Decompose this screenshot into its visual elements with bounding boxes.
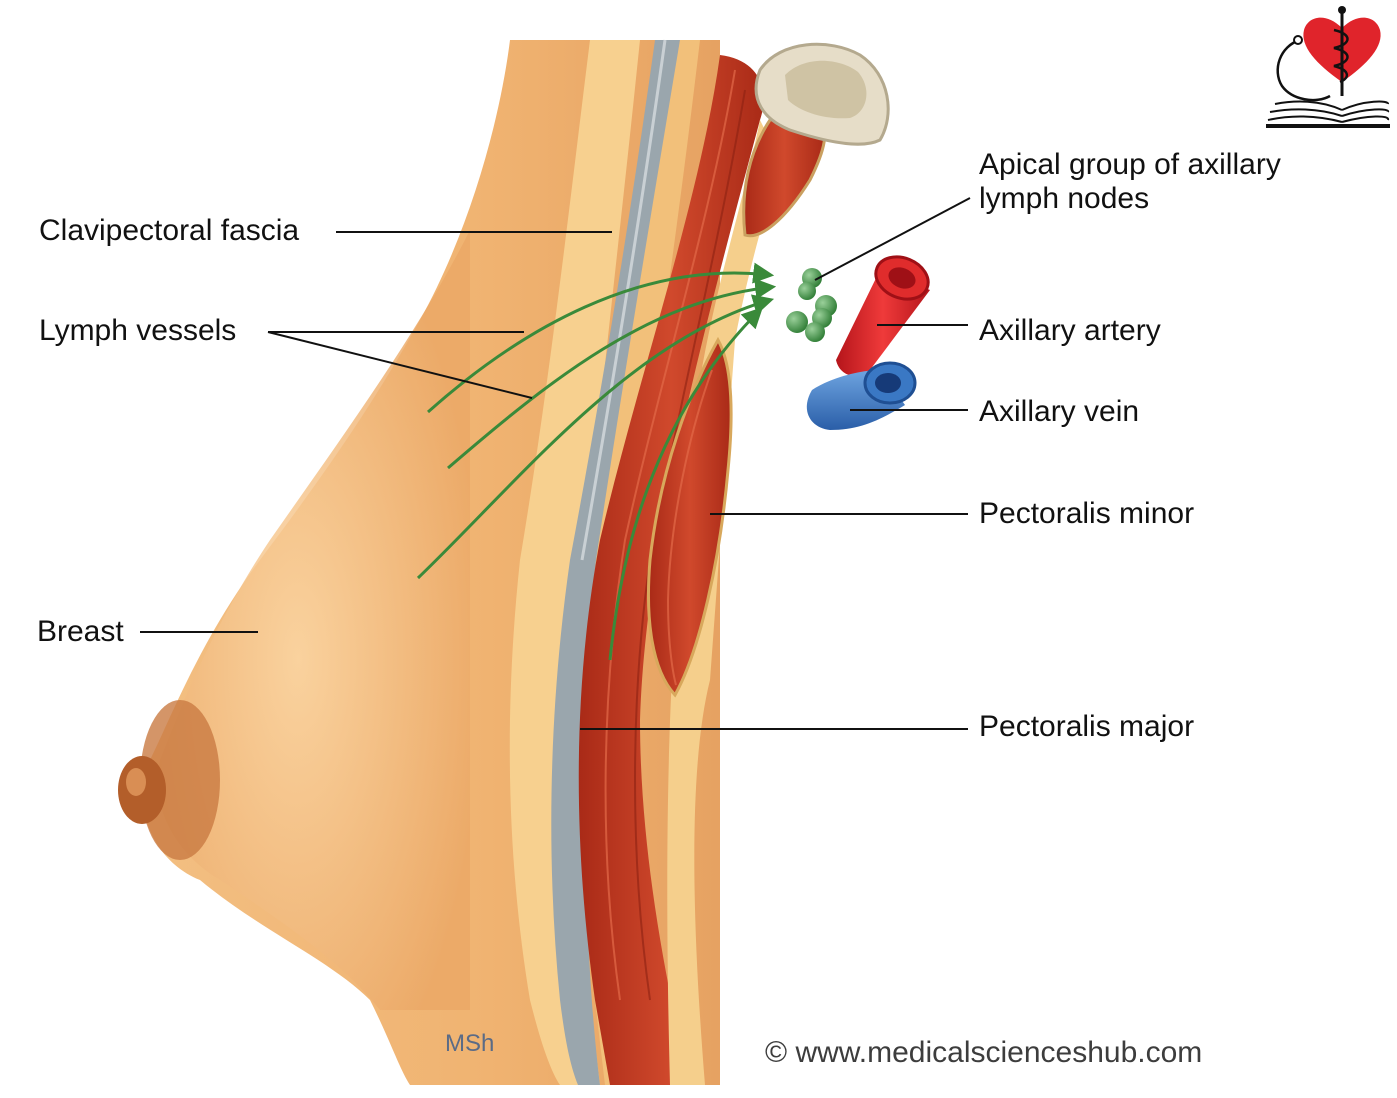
label-pectoralis-minor: Pectoralis minor [979, 497, 1195, 530]
copyright-text: © www.medicalscienceshub.com [765, 1036, 1203, 1069]
label-axillary-vein: Axillary vein [979, 395, 1140, 428]
lymph-vessels [416, 262, 777, 661]
label-breast: Breast [37, 615, 124, 648]
open-book-icon [1267, 100, 1390, 123]
leader-apical [814, 197, 971, 281]
leader-lymph-2 [267, 331, 533, 399]
axillary-artery [836, 255, 930, 376]
leader-lines [140, 197, 971, 730]
clavicle-bone [754, 42, 890, 146]
label-apical-line2: lymph nodes [979, 182, 1150, 215]
label-pectoralis-major: Pectoralis major [979, 710, 1195, 743]
apical-lymph-nodes [786, 268, 837, 342]
label-axillary-artery: Axillary artery [979, 314, 1161, 347]
label-apical-line1: Apical group of axillary [979, 148, 1281, 181]
heart-caduceus-logo [1266, 6, 1390, 128]
label-lymph-vessels: Lymph vessels [39, 314, 237, 347]
pectoralis-major-muscle [578, 55, 764, 1085]
label-clavipectoral-fascia: Clavipectoral fascia [39, 214, 300, 247]
artist-signature: MSh [445, 1030, 495, 1057]
label-apical-lymph-nodes: Apical group of axillary lymph nodes [979, 148, 1281, 216]
pectoralis-minor-muscle [647, 336, 733, 698]
nipple [118, 700, 220, 860]
stethoscope-icon [1276, 38, 1331, 102]
axillary-vein [806, 361, 917, 430]
